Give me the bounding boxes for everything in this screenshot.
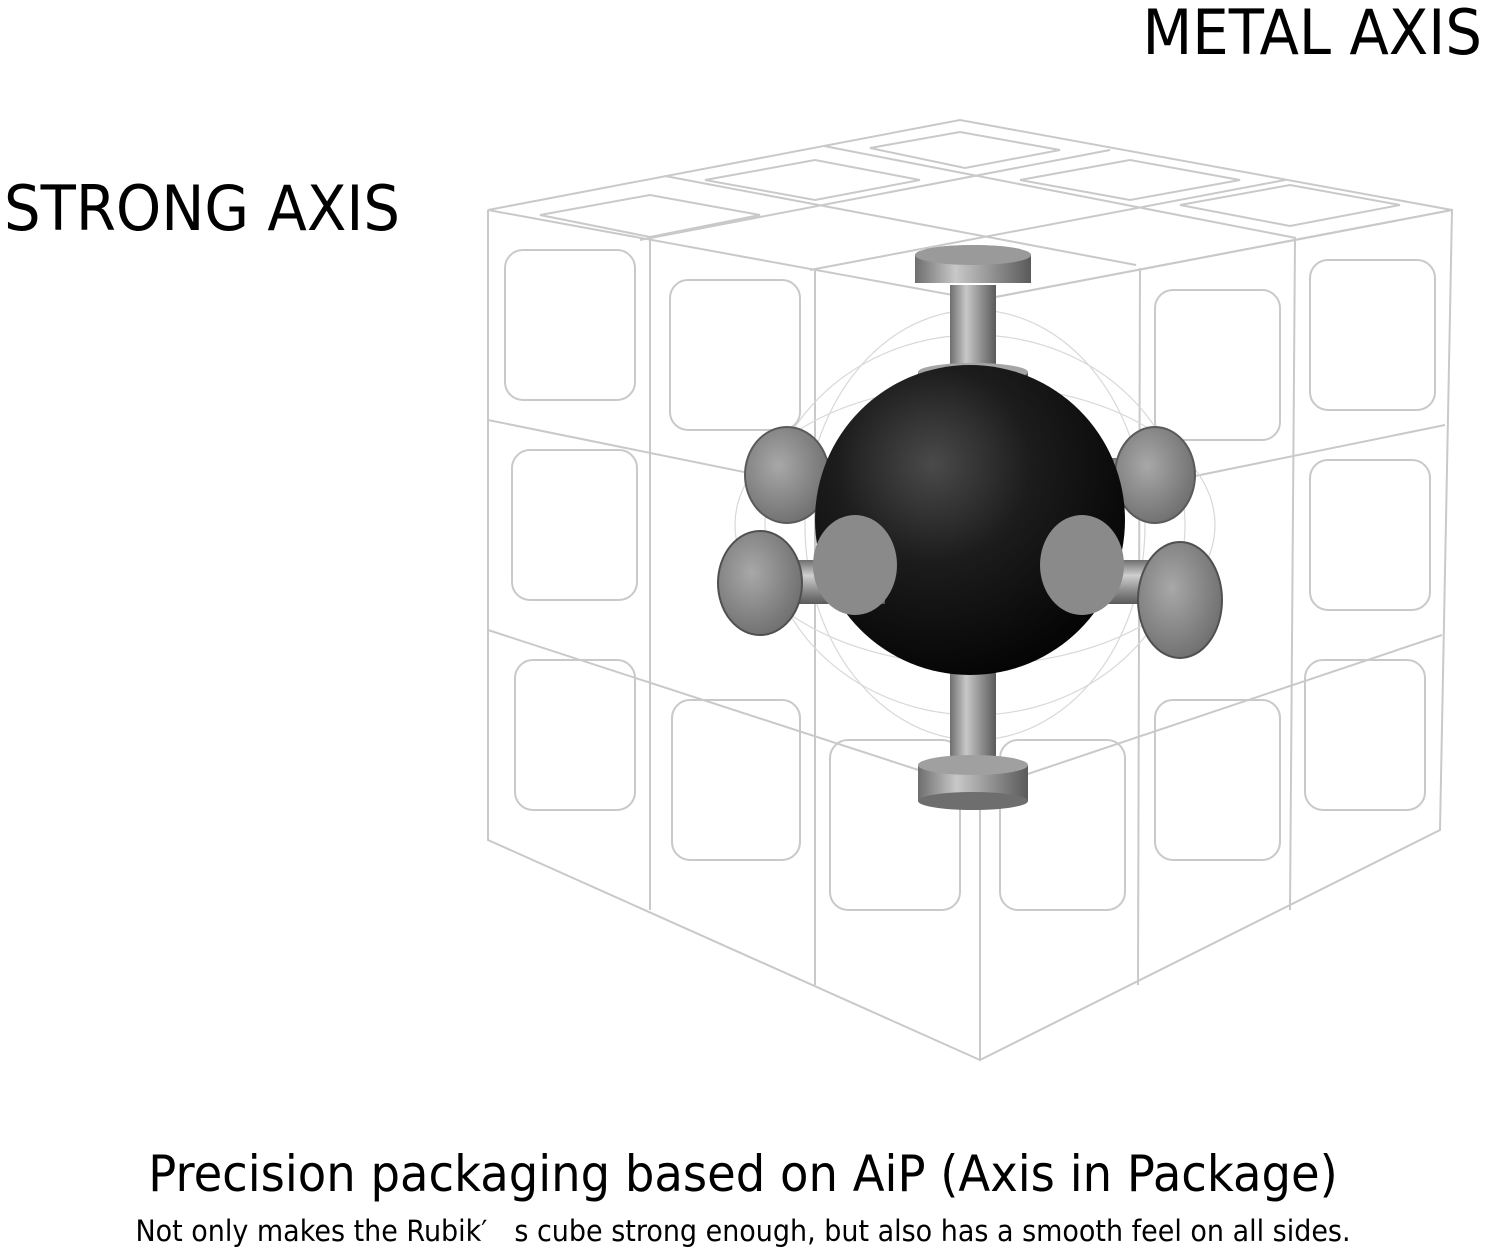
front-right-axle — [1040, 515, 1223, 659]
bottom-axle — [918, 660, 1028, 810]
strong-axis-heading: STRONG AXIS — [4, 172, 400, 245]
caption-title: Precision packaging based on AiP (Axis i… — [148, 1145, 1338, 1203]
metal-axis-heading: METAL AXIS — [1142, 0, 1482, 69]
front-left-axle — [717, 515, 897, 636]
cube-core-illustration — [487, 118, 1454, 1062]
caption-subtitle: Not only makes the Rubik′ s cube strong … — [135, 1214, 1351, 1248]
core-sphere — [815, 365, 1125, 675]
